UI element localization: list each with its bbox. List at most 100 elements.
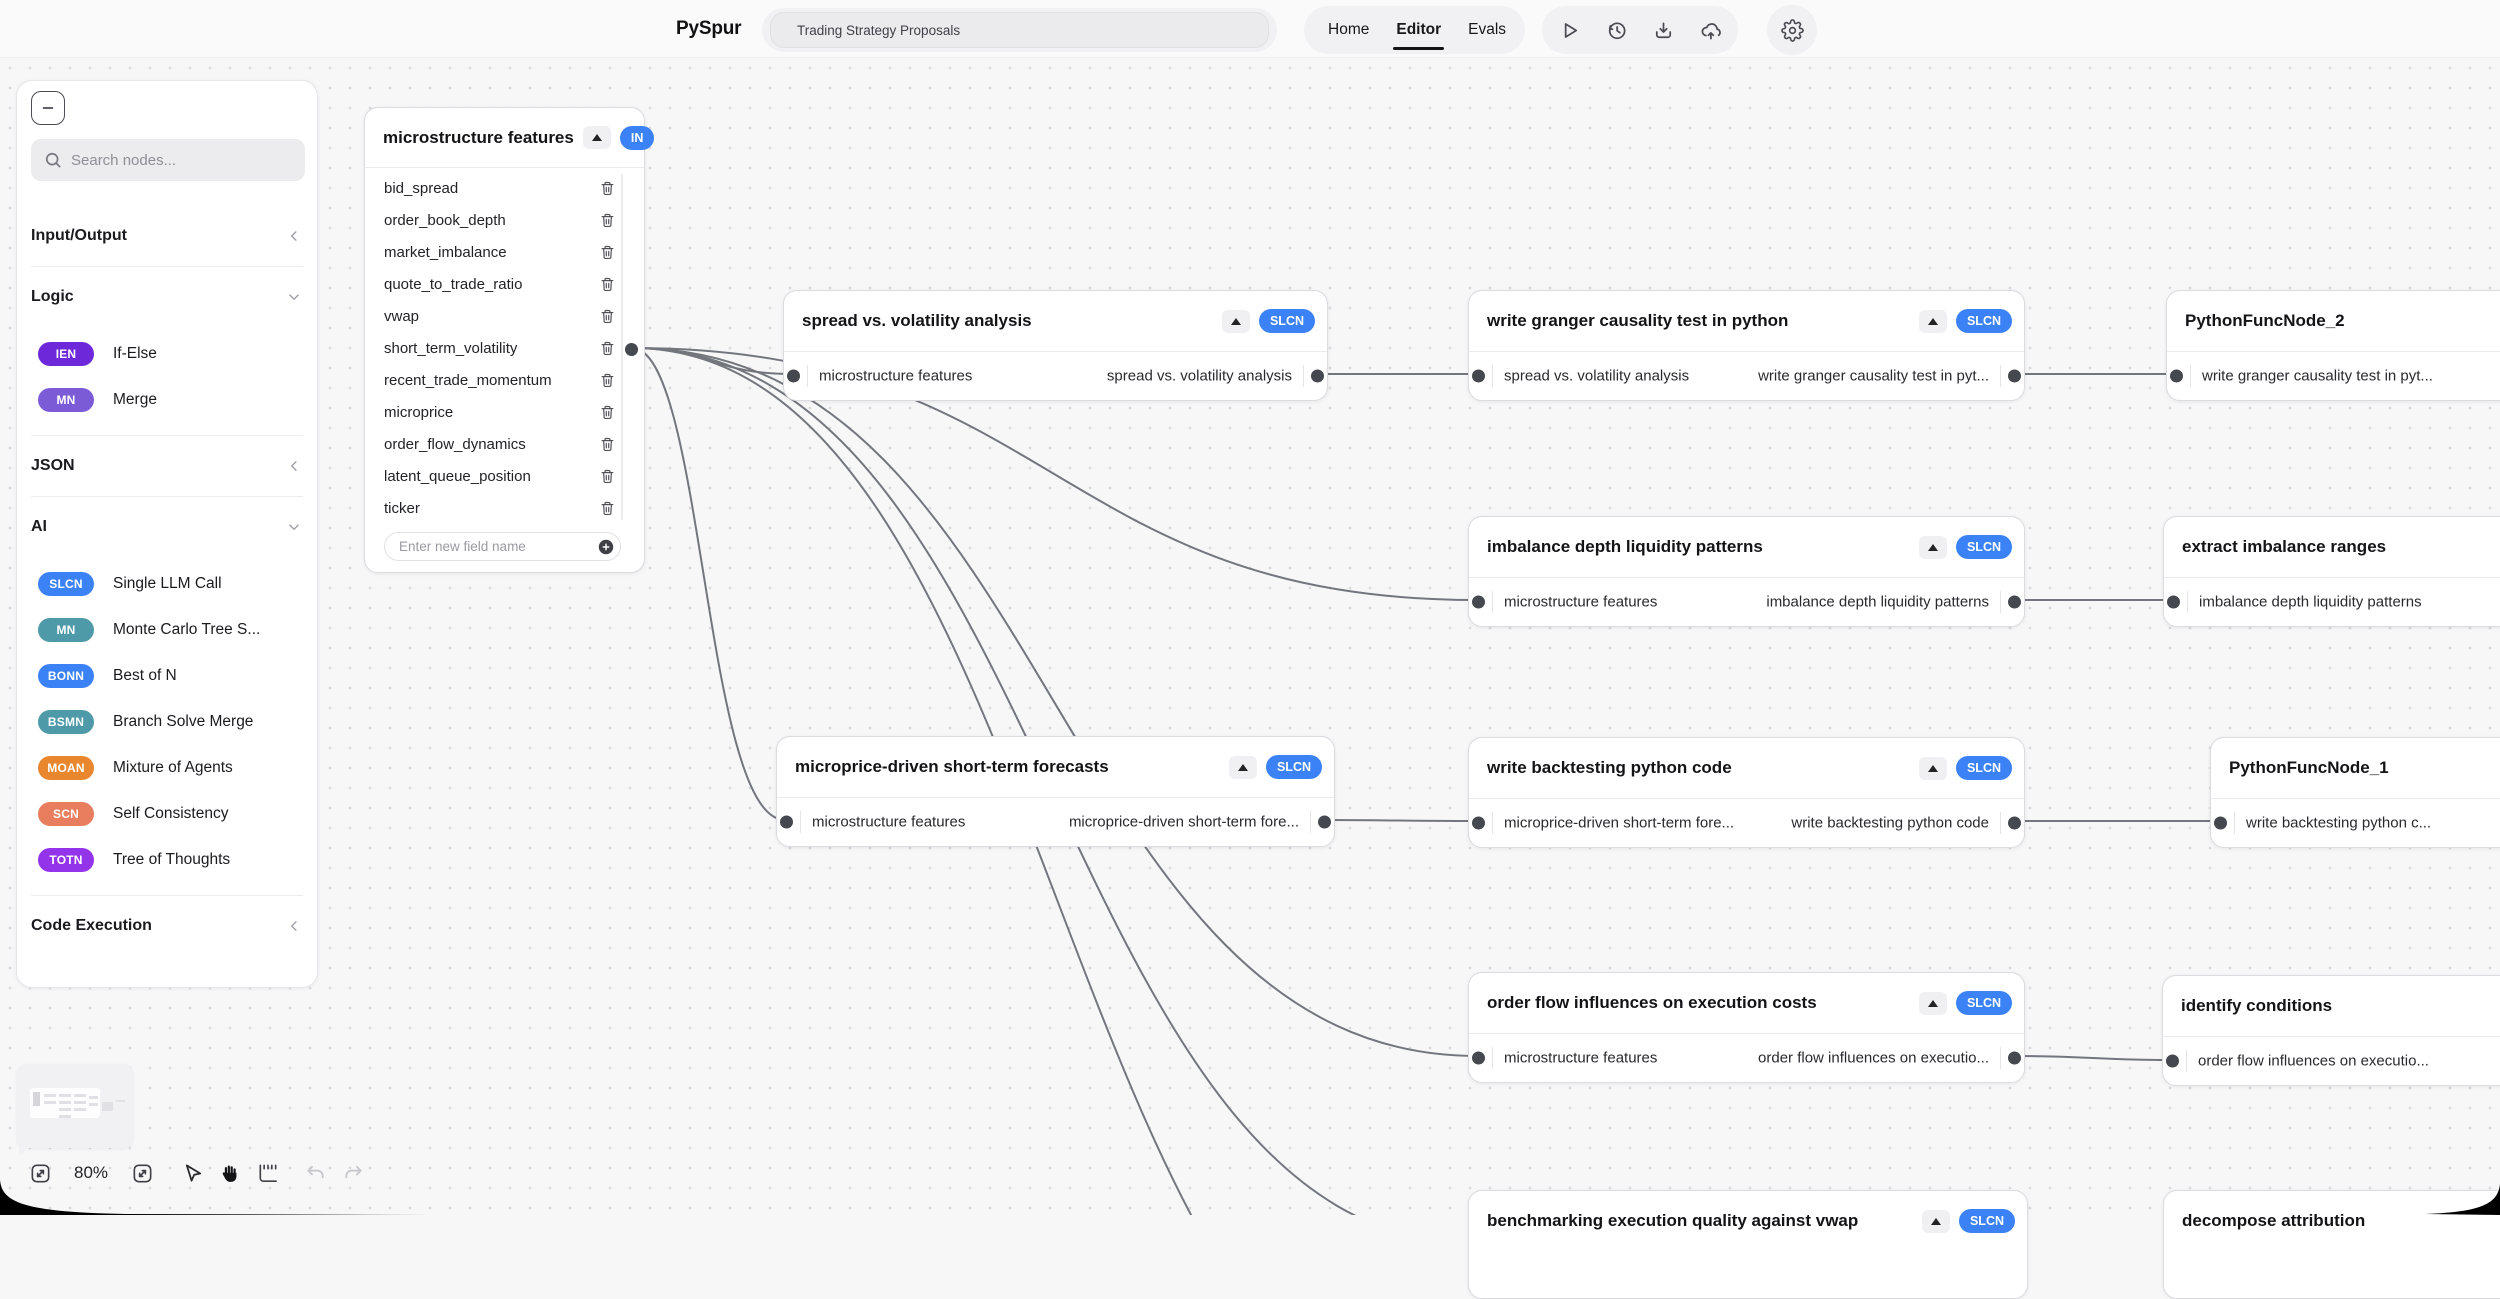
sidebar-section-code-execution[interactable]: Code Execution [31,904,303,948]
redo-button[interactable] [338,1158,368,1188]
sidebar-item-best-of-n[interactable]: BONN Best of N [31,653,303,699]
sidebar-item-tree-of-thoughts[interactable]: TOTN Tree of Thoughts [31,837,303,883]
output-handle[interactable] [624,342,638,356]
delete-field-icon[interactable] [599,500,616,517]
minimap[interactable] [17,1064,133,1156]
sidebar-item-self-consistency[interactable]: SCN Self Consistency [31,791,303,837]
delete-field-icon[interactable] [599,468,616,485]
input-handle[interactable] [1472,816,1485,830]
input-handle[interactable] [2166,1054,2179,1068]
delete-field-icon[interactable] [599,276,616,293]
sidebar-section-logic[interactable]: Logic [31,275,303,319]
sidebar-collapse-button[interactable] [31,91,65,125]
node-benchmarking-vwap[interactable]: benchmarking execution quality against v… [1468,1190,2028,1299]
delete-field-icon[interactable] [599,308,616,325]
delete-field-icon[interactable] [599,404,616,421]
triangle-up-icon [1927,543,1938,551]
sidebar-section-ai[interactable]: AI [31,505,303,549]
tab-editor[interactable]: Editor [1393,6,1444,54]
undo-button[interactable] [300,1158,330,1188]
field-row[interactable]: market_imbalance [365,236,644,268]
field-row[interactable]: ticker [365,492,644,524]
run-button[interactable] [1558,19,1581,42]
node-write-backtesting[interactable]: write backtesting python code SLCN micro… [1468,737,2025,848]
input-handle[interactable] [787,369,800,383]
input-handle[interactable] [2170,369,2183,383]
deploy-button[interactable] [1699,19,1722,42]
download-button[interactable] [1652,19,1675,42]
node-microprice-forecasts[interactable]: microprice-driven short-term forecasts S… [776,736,1335,847]
collapse-node-button[interactable] [1918,309,1947,333]
output-handle[interactable] [2008,1051,2021,1065]
delete-field-icon[interactable] [599,340,616,357]
node-extract-imbalance-ranges[interactable]: extract imbalance ranges imbalance depth… [2163,516,2500,627]
input-handle[interactable] [1472,369,1485,383]
node-order-flow-costs[interactable]: order flow influences on execution costs… [1468,972,2025,1083]
collapse-node-button[interactable] [1918,535,1947,559]
sidebar-item-single-llm-call[interactable]: SLCN Single LLM Call [31,561,303,607]
field-row[interactable]: short_term_volatility [365,332,644,364]
workflow-title-input[interactable] [770,12,1269,48]
delete-field-icon[interactable] [599,372,616,389]
sidebar-item-if-else[interactable]: IEN If-Else [31,331,303,377]
collapse-node-button[interactable] [1918,756,1947,780]
field-row[interactable]: bid_spread [365,172,644,204]
output-handle[interactable] [1318,815,1331,829]
tab-evals[interactable]: Evals [1468,21,1507,38]
node-microstructure-features[interactable]: microstructure features IN bid_spread or… [364,107,655,573]
zoom-expand-button[interactable] [127,1158,157,1188]
input-label: microstructure features [1504,1049,1658,1067]
fit-view-button[interactable] [25,1158,55,1188]
node-python-func-1[interactable]: PythonFuncNode_1 write backtesting pytho… [2210,737,2500,848]
collapse-node-button[interactable] [1921,1209,1950,1233]
collapse-node-button[interactable] [1221,309,1250,333]
node-decompose-attribution[interactable]: decompose attribution [2163,1190,2500,1299]
field-row[interactable]: microprice [365,396,644,428]
field-row[interactable]: quote_to_trade_ratio [365,268,644,300]
field-scrollbar[interactable] [621,174,623,520]
field-row[interactable]: order_flow_dynamics [365,428,644,460]
delete-field-icon[interactable] [599,244,616,261]
output-handle[interactable] [1311,369,1324,383]
node-spread-vs-volatility[interactable]: spread vs. volatility analysis SLCN micr… [783,290,1328,401]
delete-field-icon[interactable] [599,212,616,229]
collapse-node-button[interactable] [1918,991,1947,1015]
sidebar-section-input-output[interactable]: Input/Output [31,214,303,258]
output-handle[interactable] [2008,816,2021,830]
node-imbalance-depth[interactable]: imbalance depth liquidity patterns SLCN … [1468,516,2025,627]
input-handle[interactable] [2214,816,2227,830]
settings-button[interactable] [1767,5,1817,55]
pan-tool-button[interactable] [215,1158,245,1188]
field-row[interactable]: order_book_depth [365,204,644,236]
new-field-input[interactable] [384,532,621,561]
field-row[interactable]: latent_queue_position [365,460,644,492]
sidebar-item-branch-solve-merge[interactable]: BSMN Branch Solve Merge [31,699,303,745]
tab-home[interactable]: Home [1328,21,1370,38]
sidebar-item-monte-carlo[interactable]: MN Monte Carlo Tree S... [31,607,303,653]
divider [31,435,303,436]
node-identify-conditions[interactable]: identify conditions order flow influence… [2162,975,2500,1086]
field-row[interactable]: vwap [365,300,644,332]
node-python-func-2[interactable]: PythonFuncNode_2 write granger causality… [2166,290,2500,401]
sidebar-item-mixture-of-agents[interactable]: MOAN Mixture of Agents [31,745,303,791]
add-field-button[interactable] [597,538,615,556]
collapse-node-button[interactable] [1228,755,1257,779]
sidebar-section-json[interactable]: JSON [31,444,303,488]
node-granger-causality[interactable]: write granger causality test in python S… [1468,290,2025,401]
field-row[interactable]: recent_trade_momentum [365,364,644,396]
history-button[interactable] [1605,19,1628,42]
input-handle[interactable] [780,815,793,829]
sidebar-item-merge[interactable]: MN Merge [31,377,303,423]
collapse-node-button[interactable] [582,126,611,149]
input-handle[interactable] [2167,595,2180,609]
delete-field-icon[interactable] [599,180,616,197]
output-handle[interactable] [2008,595,2021,609]
node-type-badge: SCN [38,802,94,826]
input-handle[interactable] [1472,595,1485,609]
search-input[interactable] [31,139,305,181]
select-tool-button[interactable] [178,1158,208,1188]
delete-field-icon[interactable] [599,436,616,453]
output-handle[interactable] [2008,369,2021,383]
layout-tool-button[interactable] [252,1158,282,1188]
input-handle[interactable] [1472,1051,1485,1065]
